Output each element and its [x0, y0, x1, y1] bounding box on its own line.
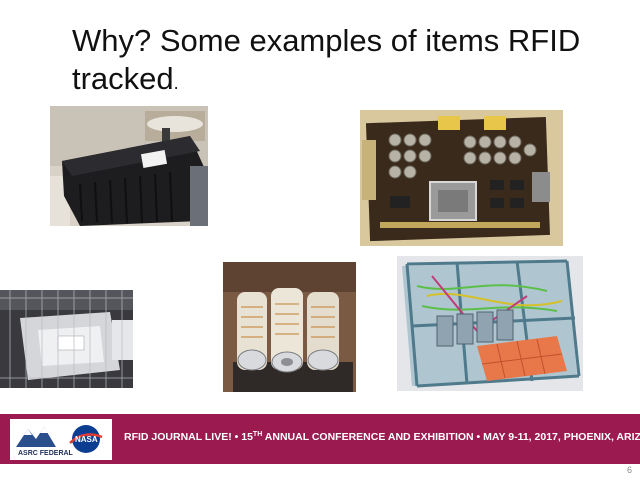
footer-banner: ASRC FEDERAL NASA RFID JOURNAL LIVE! • 1… — [0, 414, 640, 464]
photo-bagged-parts — [0, 290, 133, 388]
photo-cad-model — [397, 256, 583, 391]
conference-info-part2: ANNUAL CONFERENCE AND EXHIBITION • MAY 9… — [262, 431, 640, 443]
asrc-federal-text: ASRC FEDERAL — [18, 450, 74, 457]
photo-filter-cylinders — [223, 262, 356, 392]
photo-circuit-board — [360, 110, 563, 246]
conference-info-superscript: TH — [252, 431, 263, 438]
nasa-logo — [72, 425, 100, 453]
photo-storage-bin — [50, 106, 208, 226]
slide-title-text: Why? Some examples of items RFID tracked — [72, 23, 581, 96]
page-number: 6 — [626, 465, 632, 475]
conference-info-part1: RFID JOURNAL LIVE! • 15 — [124, 431, 253, 443]
conference-info: RFID JOURNAL LIVE! • 15TH ANNUAL CONFERE… — [124, 431, 640, 443]
asrc-federal-logo: ASRC FEDERAL NASA — [16, 425, 103, 457]
slide-title-period: . — [173, 73, 179, 93]
slide-title: Why? Some examples of items RFID tracked… — [72, 22, 612, 102]
sponsor-logos: ASRC FEDERAL NASA — [10, 419, 112, 460]
nasa-text: NASA — [75, 435, 98, 444]
